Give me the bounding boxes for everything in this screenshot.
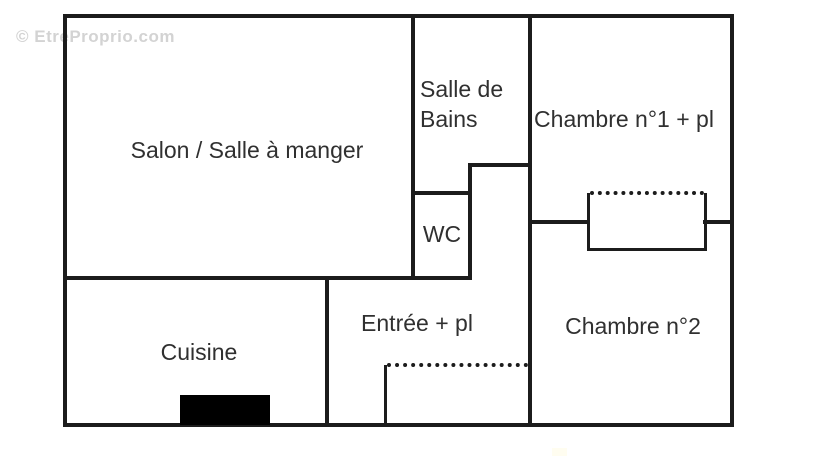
- wall-bathroom-bottom: [468, 163, 532, 167]
- wall-wc-right: [468, 163, 472, 280]
- wall-salon-bottom: [63, 276, 472, 280]
- room-label-salon: Salon / Salle à manger: [130, 137, 364, 163]
- wall-top: [63, 14, 734, 18]
- watermark: © EtreProprio.com: [16, 27, 175, 46]
- room-label-chambre-2: Chambre n°2: [565, 313, 701, 339]
- bedroom-closet-dotted-front: [590, 191, 704, 195]
- room-label-entree: Entrée + pl: [361, 310, 473, 336]
- wall-cuisine-right: [325, 276, 329, 427]
- bedroom-closet-right-side: [704, 193, 707, 251]
- wall-bedroom-divider-left: [528, 220, 590, 224]
- wall-wc-top: [411, 191, 472, 195]
- room-label-wc: WC: [422, 221, 462, 247]
- bedroom-closet-left-side: [587, 193, 590, 251]
- room-label-salle-de-bains: Salle de Bains: [420, 76, 504, 132]
- entree-closet-left-side: [384, 365, 387, 425]
- kitchen-fixture-block: [180, 395, 270, 425]
- wall-bottom: [63, 423, 734, 427]
- bedroom-closet-bottom-side: [587, 248, 707, 251]
- image-artifact-smudge: [552, 448, 567, 456]
- entree-closet-dotted-front: [387, 363, 528, 367]
- wall-bedroom-divider-right: [703, 220, 734, 224]
- wall-salon-right: [411, 14, 415, 280]
- room-label-cuisine: Cuisine: [160, 339, 238, 365]
- room-label-chambre-1: Chambre n°1 + pl: [534, 106, 714, 132]
- wall-left: [63, 14, 67, 427]
